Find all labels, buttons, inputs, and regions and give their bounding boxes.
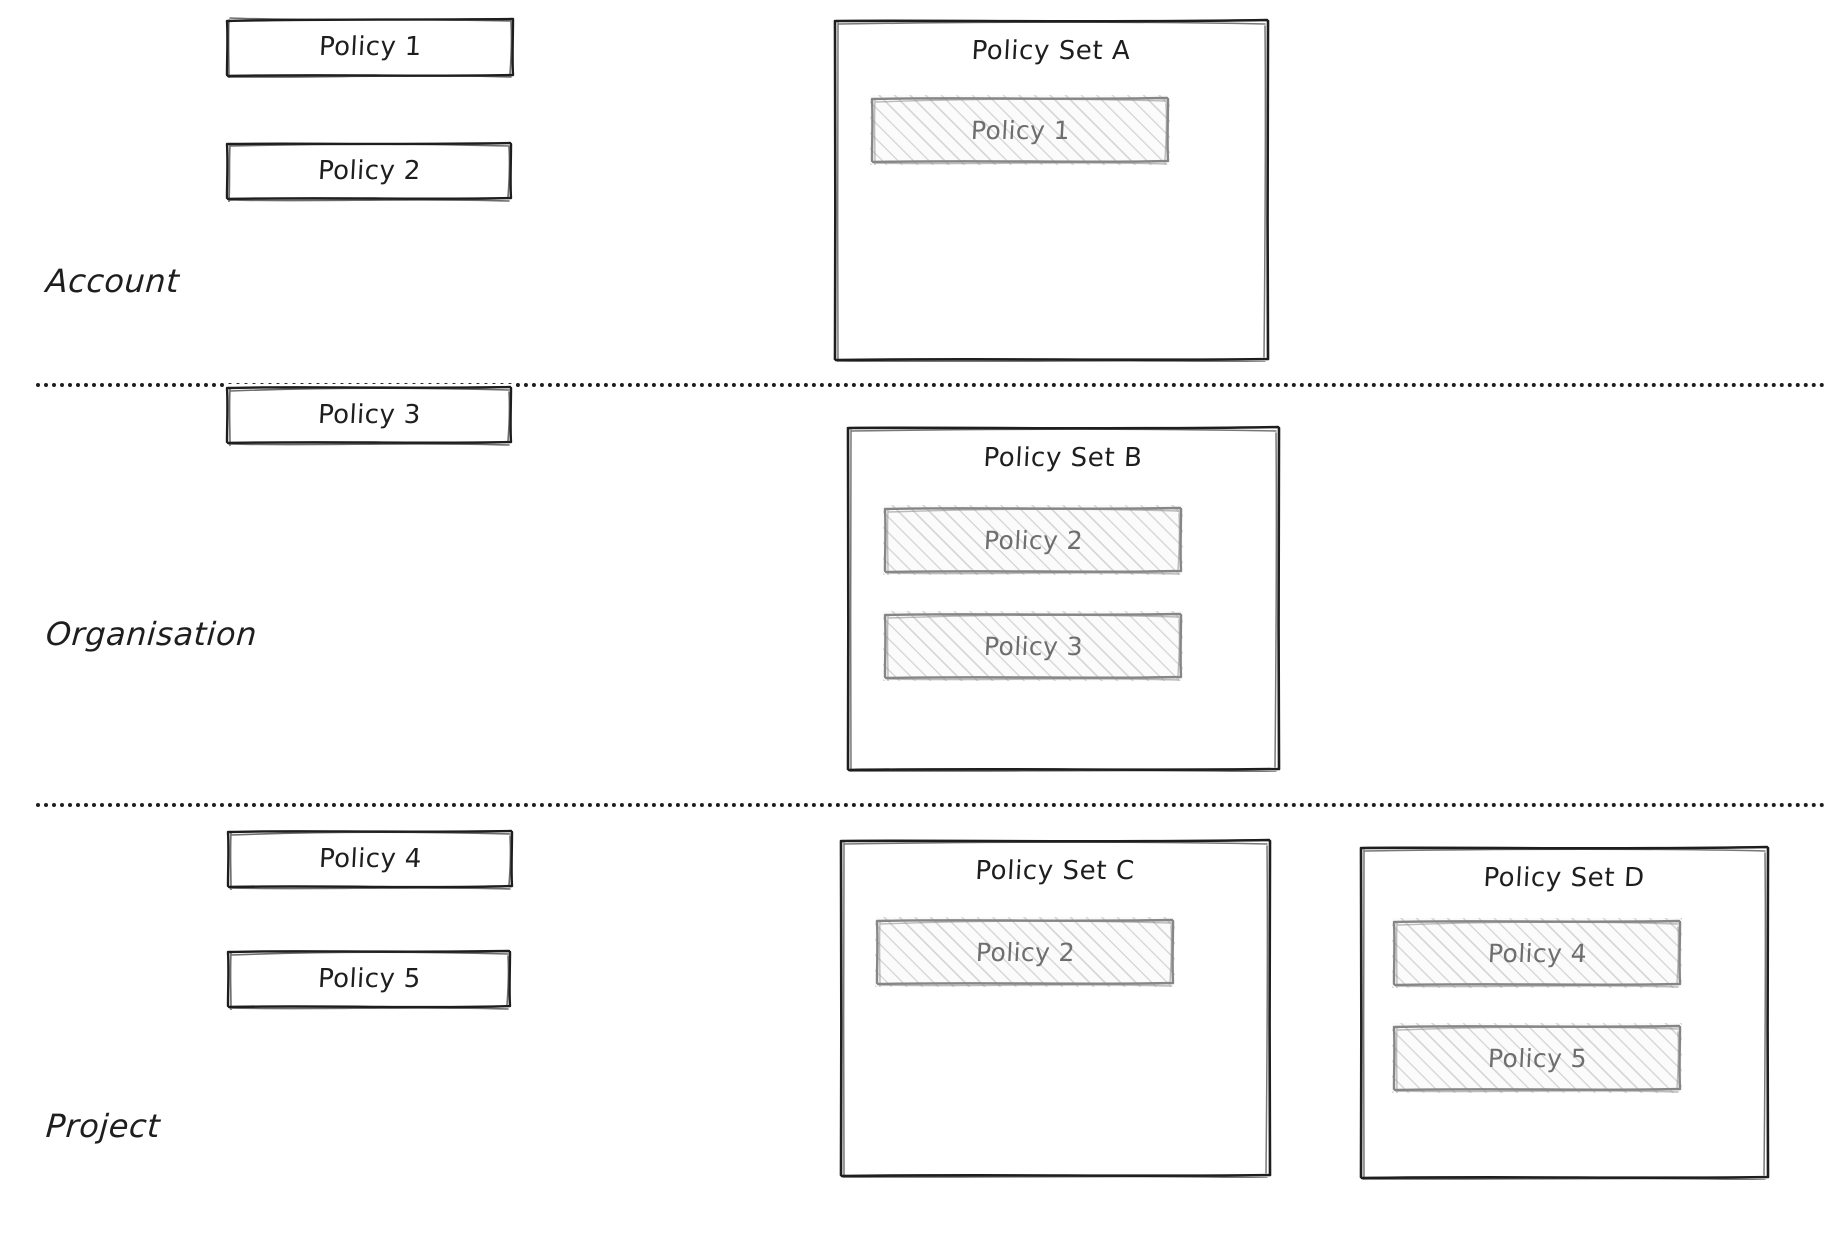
- policy-ref-policy-2[interactable]: Policy 2: [883, 505, 1183, 575]
- tier-label-project: Project: [44, 1107, 162, 1145]
- tier-divider-organisation-project: [36, 803, 1826, 807]
- policy-ref-policy-5[interactable]: Policy 5: [1392, 1023, 1682, 1093]
- policy-ref-policy-4[interactable]: Policy 4: [1392, 918, 1682, 988]
- policy-chip-label: Policy 1: [317, 32, 423, 62]
- policy-chip-policy-1[interactable]: Policy 1: [225, 16, 515, 78]
- policy-chip-label: Policy 5: [316, 964, 422, 994]
- sketch-rect-outline: [839, 838, 1272, 1178]
- policy-ref-label: Policy 2: [974, 937, 1076, 967]
- policy-ref-label: Policy 2: [982, 525, 1084, 555]
- policy-ref-policy-1[interactable]: Policy 1: [870, 95, 1170, 165]
- policy-set-title: Policy Set C: [974, 856, 1136, 886]
- policy-chip-policy-5[interactable]: Policy 5: [226, 948, 512, 1010]
- policy-chip-label: Policy 4: [317, 844, 423, 874]
- tier-label-organisation: Organisation: [44, 615, 259, 653]
- policy-set-d[interactable]: Policy Set D Policy 4 Policy 5: [1358, 845, 1770, 1180]
- sketch-rect-outline: [833, 18, 1270, 362]
- tier-divider-account-organisation: [36, 383, 1826, 387]
- policy-ref-label: Policy 5: [1486, 1043, 1588, 1073]
- policy-chip-label: Policy 2: [316, 156, 422, 186]
- policy-chip-policy-4[interactable]: Policy 4: [226, 828, 514, 890]
- policy-ref-label: Policy 4: [1486, 938, 1588, 968]
- policy-ref-label: Policy 3: [982, 631, 1084, 661]
- policy-ref-policy-3[interactable]: Policy 3: [883, 611, 1183, 681]
- tier-label-account: Account: [44, 262, 181, 300]
- policy-set-title: Policy Set B: [982, 443, 1144, 473]
- policy-ref-label: Policy 1: [969, 115, 1071, 145]
- policy-set-title: Policy Set A: [970, 36, 1132, 66]
- policy-set-c[interactable]: Policy Set C Policy 2: [838, 838, 1272, 1178]
- policy-set-b[interactable]: Policy Set B Policy 2 Policy 3: [845, 425, 1281, 772]
- policy-set-title: Policy Set D: [1482, 863, 1646, 893]
- policy-chip-label: Policy 3: [316, 400, 422, 430]
- policy-set-a[interactable]: Policy Set A Policy 1: [832, 18, 1270, 362]
- policy-chip-policy-2[interactable]: Policy 2: [225, 140, 513, 202]
- sketch-rect-outline: [846, 425, 1281, 772]
- sketch-rect-outline: [1359, 845, 1770, 1180]
- policy-chip-policy-3[interactable]: Policy 3: [225, 384, 513, 446]
- policy-ref-policy-2[interactable]: Policy 2: [875, 917, 1175, 987]
